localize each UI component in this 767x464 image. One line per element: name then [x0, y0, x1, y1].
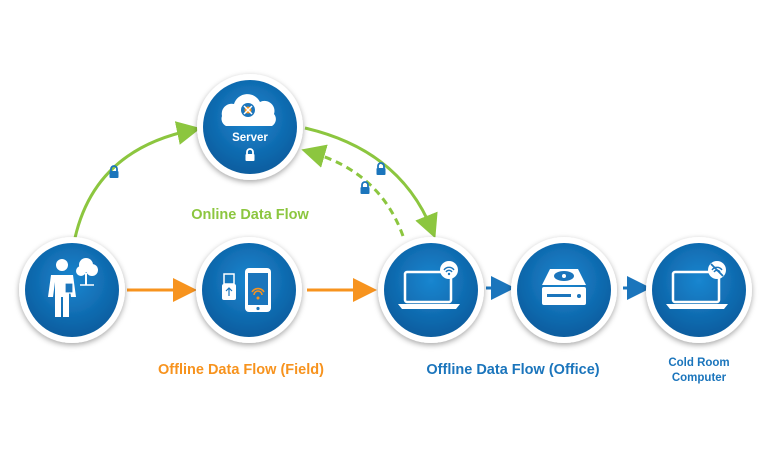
cold-room-computer-node	[646, 237, 752, 343]
online-flow-label: Online Data Flow	[191, 207, 309, 223]
field-worker-icon	[48, 258, 98, 317]
cold-room-label-line2: Computer	[672, 372, 727, 384]
server-label: Server	[232, 132, 268, 144]
hard-drive-icon	[542, 269, 586, 305]
offline-office-flow-label: Offline Data Flow (Office)	[426, 362, 599, 378]
cloud-server-icon	[221, 94, 276, 126]
laptop-no-wifi-icon	[666, 261, 728, 309]
lock-icon	[359, 181, 371, 195]
usb-and-phone-icon	[222, 268, 271, 312]
server-node	[197, 74, 303, 180]
online-flow-arrow-server-to-laptop	[304, 126, 438, 239]
laptop-wifi-icon	[398, 261, 460, 309]
cold-room-label-line1: Cold Room	[668, 357, 729, 369]
online-flow-arrow-user-to-server	[73, 121, 201, 239]
laptop-node	[378, 237, 484, 343]
offline-field-flow-label: Offline Data Flow (Field)	[158, 362, 324, 378]
lock-icon	[375, 162, 387, 176]
online-flow-arrow-laptop-to-server	[301, 144, 405, 237]
